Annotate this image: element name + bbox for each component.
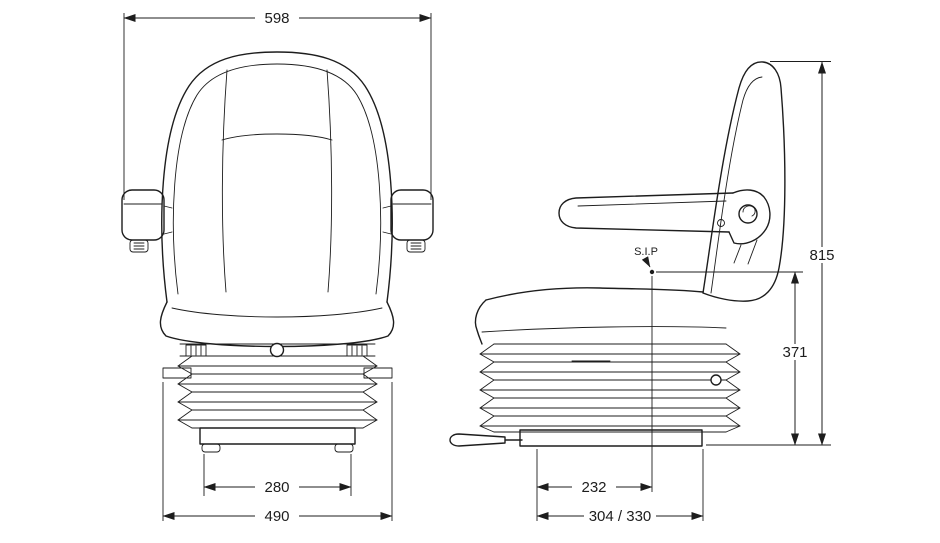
dim-overall-height: 815 [706, 61, 844, 446]
armrest-right-knob [406, 239, 426, 253]
side-armrest-seam [577, 200, 727, 207]
side-suspension-bellows [479, 343, 741, 433]
armrest-right-knob-ridges [410, 242, 422, 250]
dim-598-extension-lines [123, 13, 432, 200]
front-armrest-left [121, 189, 173, 253]
front-armrest-right [382, 189, 434, 253]
front-suspension-bellows [177, 355, 378, 429]
front-base [199, 427, 356, 453]
rail-right [363, 367, 393, 379]
side-suspension-knob [710, 374, 722, 386]
frame-spring-right-coils [351, 345, 363, 356]
side-armrest-pad [558, 192, 734, 233]
base-foot-left [201, 443, 221, 453]
frame-spring-left [185, 344, 207, 357]
dim-371-label-bg [773, 344, 817, 360]
side-bellows-right-folds [725, 343, 741, 433]
backrest-inner-seam [172, 63, 382, 295]
cushion-outline [159, 301, 395, 348]
backrest-panel-right-seam [326, 69, 333, 293]
frame-center-bolt [269, 342, 285, 358]
dim-598-label-bg [255, 10, 299, 26]
dim-280-label-bg [255, 479, 299, 495]
side-cushion-front [474, 299, 487, 345]
backrest-panel-left-seam [221, 69, 228, 293]
dim-490-extension-lines [162, 382, 393, 521]
side-bellows-left-folds [479, 343, 495, 433]
side-base [449, 429, 703, 447]
dim-598-label: 598 [264, 10, 289, 27]
frame-spring-right [346, 344, 368, 357]
armrest-left-pad [121, 189, 165, 241]
dim-base-inner-depth: 232 [536, 449, 653, 521]
bellows-ridges [177, 365, 378, 429]
dim-304-label: 304 / 330 [589, 508, 652, 525]
side-backrest [702, 61, 786, 302]
dim-490-label-bg [255, 508, 299, 524]
dim-base-feet-width: 280 [203, 454, 352, 496]
armrest-right-bracket [382, 205, 392, 235]
dim-280-label: 280 [264, 479, 289, 496]
armrest-left-knob [129, 239, 149, 253]
sip-annotation: S.I.P [634, 246, 803, 492]
frame-spring-left-coils [190, 345, 202, 356]
side-backrest-outline [702, 61, 786, 302]
armrest-left-knob-ridges [133, 242, 145, 250]
side-armrest-strut [733, 239, 758, 265]
dim-490-label: 490 [264, 508, 289, 525]
side-cushion-pan-seam [481, 326, 727, 333]
headrest-seam [221, 133, 333, 141]
armrest-left-bracket [163, 205, 173, 235]
dim-rail-depth: 304 / 330 [536, 449, 704, 525]
sip-leader-arrow [641, 256, 651, 268]
side-view: S.I.P 815 371 232 304 / 330 [449, 61, 844, 525]
bellows-right-folds [362, 355, 378, 429]
rail-left [162, 367, 192, 379]
dim-232-label-bg [572, 479, 616, 495]
side-adjust-handle [449, 433, 523, 447]
cushion-seam [171, 307, 383, 318]
side-armrest-fold-indicator [742, 205, 756, 217]
side-armrest-pivot-plate [728, 189, 771, 245]
sip-label: S.I.P [634, 246, 658, 258]
sip-point [649, 269, 655, 275]
front-seat-backrest [161, 51, 393, 303]
front-view: 598 280 490 [121, 10, 434, 525]
armrest-right-pad [390, 189, 434, 241]
dim-815-label-bg [800, 247, 844, 263]
dim-sip-height: 371 [773, 271, 817, 446]
front-seat-cushion [159, 301, 395, 348]
side-armrest-screw [717, 219, 725, 227]
side-bellows-ridges [479, 343, 741, 433]
dim-371-label: 371 [782, 344, 807, 361]
base-foot-right [334, 443, 354, 453]
base-plate [199, 427, 356, 445]
dim-304-label-bg [584, 508, 656, 524]
side-backrest-seam [710, 76, 763, 294]
side-cushion [474, 287, 727, 345]
dim-232-label: 232 [581, 479, 606, 496]
backrest-outline [161, 51, 393, 303]
side-armrest [558, 189, 771, 265]
dim-rail-width: 490 [162, 382, 393, 525]
bellows-left-folds [177, 355, 193, 429]
dim-overall-width: 598 [123, 10, 432, 200]
side-base-plate [519, 429, 703, 447]
side-cushion-top [485, 287, 704, 301]
front-suspension-frame [162, 342, 393, 379]
dim-815-label: 815 [809, 247, 834, 264]
